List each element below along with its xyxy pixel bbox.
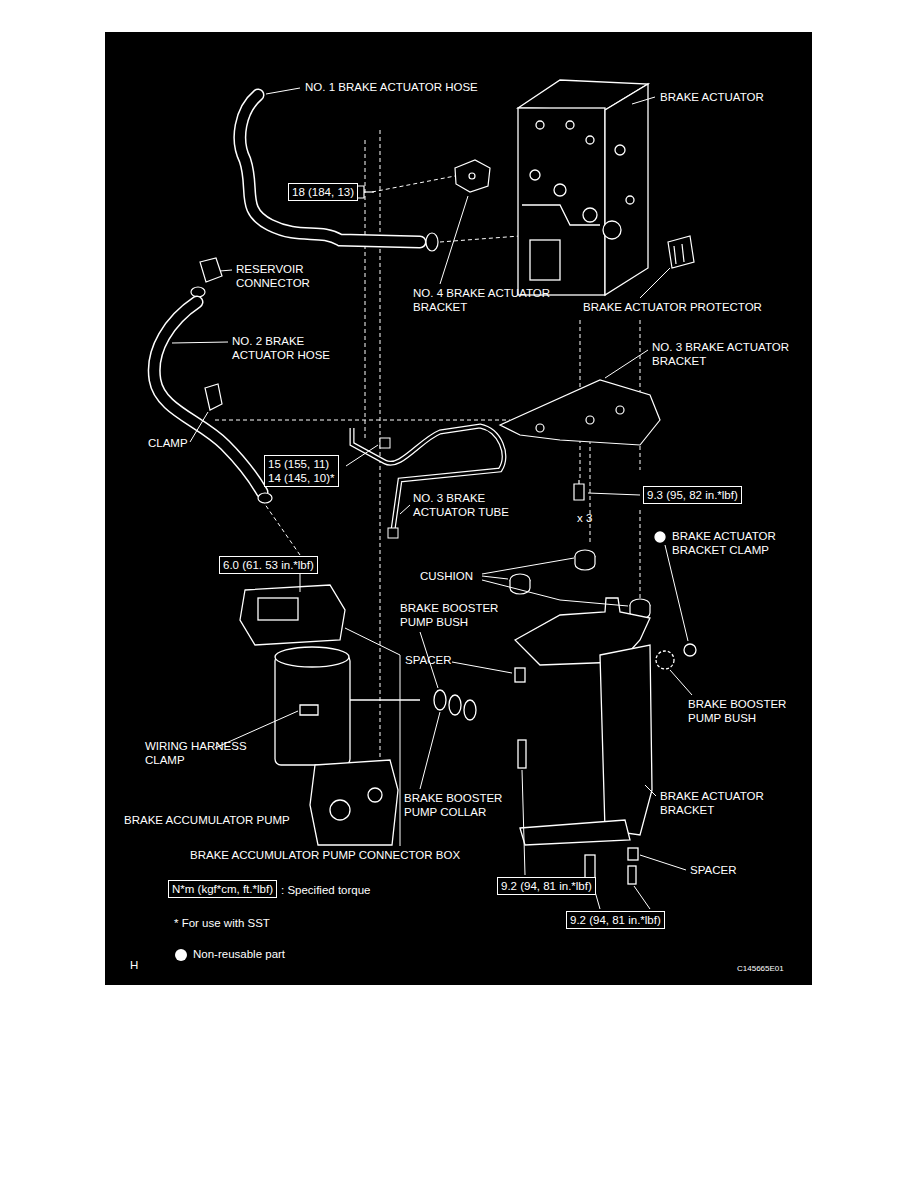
legend-text: Non-reusable part xyxy=(193,947,285,961)
torque-box: 9.2 (94, 81 in.*lbf) xyxy=(497,877,596,895)
torque-value: 6.0 (61. 53 in.*lbf) xyxy=(223,558,314,572)
part-name: BRAKE BOOSTER PUMP BUSH xyxy=(688,697,798,725)
torque-value: 9.2 (94, 81 in.*lbf) xyxy=(570,913,661,927)
legend-swatch xyxy=(175,949,187,961)
part-name: BRAKE ACCUMULATOR PUMP CONNECTOR BOX xyxy=(190,848,460,862)
part-name: BRAKE ACTUATOR PROTECTOR xyxy=(583,300,762,314)
torque-box: 9.3 (95, 82 in.*lbf) xyxy=(643,486,742,504)
torque-note: * For use with SST xyxy=(174,916,270,930)
part-name: SPACER xyxy=(405,653,451,667)
part-name: NO. 4 BRAKE ACTUATOR BRACKET xyxy=(413,286,578,314)
torque-value: 9.3 (95, 82 in.*lbf) xyxy=(647,488,738,502)
torque-value: 9.2 (94, 81 in.*lbf) xyxy=(501,879,592,893)
torque-note: : Specified torque xyxy=(281,883,371,897)
part-name: BRAKE BOOSTER PUMP BUSH xyxy=(400,601,515,629)
part-name: NO. 1 BRAKE ACTUATOR HOSE xyxy=(305,80,478,94)
part-name: BRAKE ACTUATOR BRACKET CLAMP xyxy=(672,529,797,557)
part-name: RESERVOIR CONNECTOR xyxy=(236,262,326,290)
no3-tube xyxy=(352,426,504,538)
part-name: BRAKE ACTUATOR BRACKET xyxy=(660,789,780,817)
part-name: CUSHION xyxy=(420,569,473,583)
torque-box: 6.0 (61. 53 in.*lbf) xyxy=(219,556,318,574)
cushions xyxy=(510,550,650,619)
torque-box: N*m (kgf*cm, ft.*lbf) xyxy=(168,880,277,898)
torque-box: 15 (155, 11)14 (145, 10)* xyxy=(264,455,339,487)
part-name: NO. 3 BRAKE ACTUATOR TUBE xyxy=(413,491,525,519)
frame xyxy=(105,32,812,985)
part-name: SPACER xyxy=(690,863,736,877)
torque-box: 18 (184, 13) xyxy=(288,183,358,201)
torque-box: 9.2 (94, 81 in.*lbf) xyxy=(566,911,665,929)
actuator-protector xyxy=(668,236,694,268)
no2-hose xyxy=(154,302,272,503)
actuator-bracket xyxy=(515,532,696,884)
brake-actuator xyxy=(518,80,648,295)
part-name: BRAKE ACCUMULATOR PUMP xyxy=(124,813,290,827)
part-name: CLAMP xyxy=(148,436,188,450)
figure-code: C145665E01 xyxy=(737,964,784,974)
part-name: BRAKE ACTUATOR xyxy=(660,90,764,104)
torque-value: 18 (184, 13) xyxy=(292,185,354,199)
part-name: NO. 3 BRAKE ACTUATOR BRACKET xyxy=(652,340,802,368)
torque-value: 15 (155, 11) xyxy=(268,457,335,471)
part-name: NO. 2 BRAKE ACTUATOR HOSE xyxy=(232,334,344,362)
reservoir-connector xyxy=(191,258,222,297)
part-name: BRAKE BOOSTER PUMP COLLAR xyxy=(404,791,519,819)
no4-bracket xyxy=(352,160,490,198)
no1-hose xyxy=(240,95,438,251)
part-name: x 3 xyxy=(577,511,592,525)
part-name: WIRING HARNESS CLAMP xyxy=(145,739,265,767)
torque-value: 14 (145, 10)* xyxy=(268,471,335,485)
part-name: H xyxy=(130,958,138,972)
leader-lines xyxy=(172,88,692,909)
torque-value: N*m (kgf*cm, ft.*lbf) xyxy=(172,882,273,896)
no3-bracket xyxy=(500,380,660,500)
